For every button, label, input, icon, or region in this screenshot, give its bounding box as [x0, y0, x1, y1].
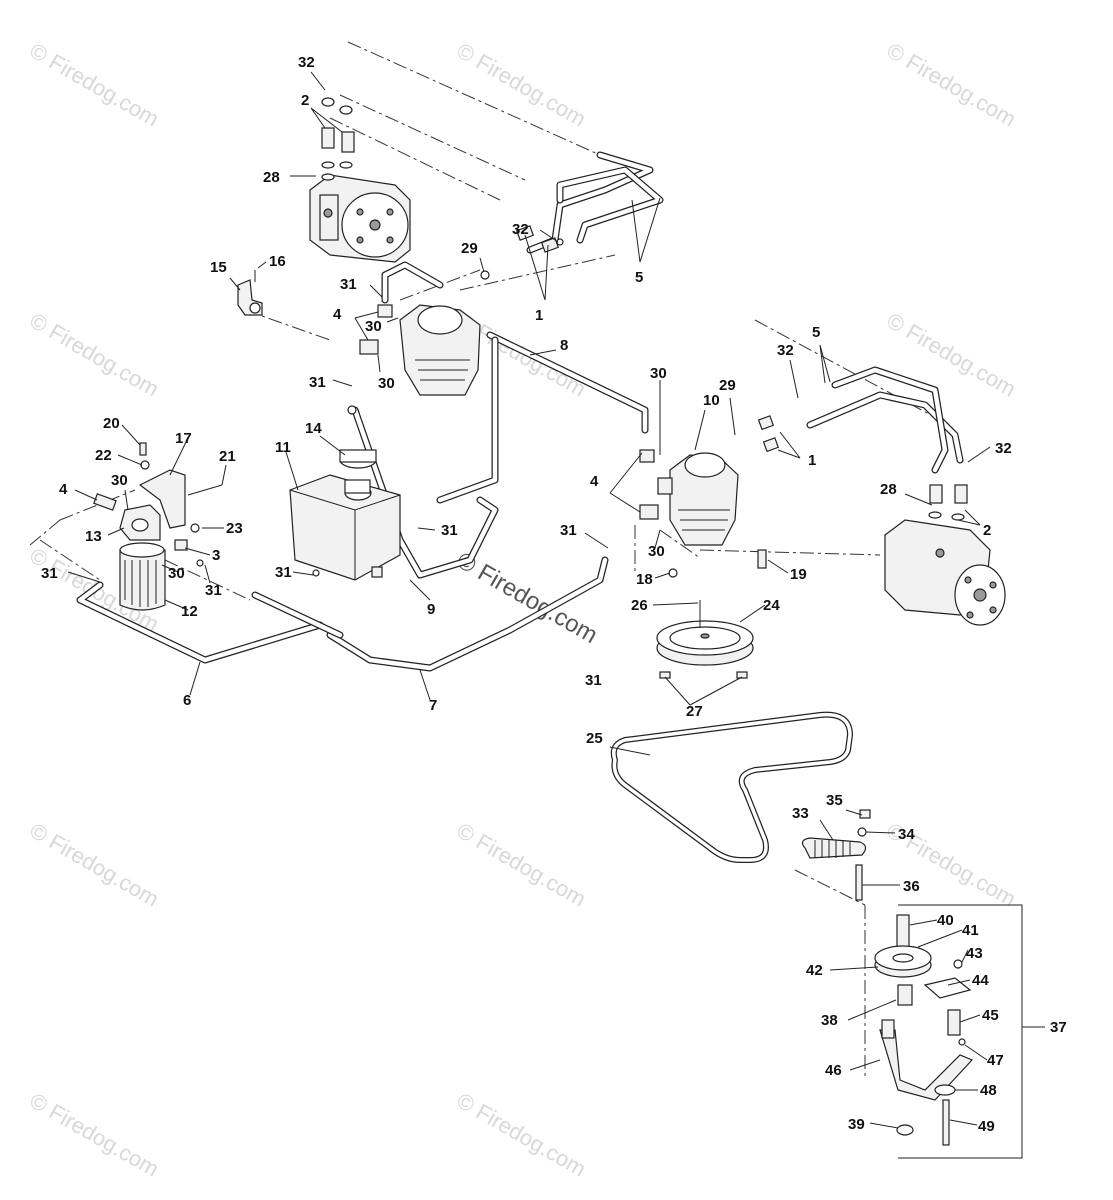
callout: 7 [429, 697, 437, 714]
callout: 4 [590, 473, 599, 490]
callout: 25 [586, 730, 603, 747]
callout: 32 [512, 221, 529, 238]
callout: 39 [848, 1116, 865, 1133]
bracket-15 [237, 270, 263, 316]
callout: 48 [980, 1082, 997, 1099]
callout: 35 [826, 792, 843, 809]
hydraulic-pump-left [347, 304, 481, 415]
hydraulic-motor-top [309, 174, 411, 263]
callout: 17 [175, 430, 192, 447]
callout: 32 [995, 440, 1012, 457]
callout: 40 [937, 912, 954, 929]
callout: 30 [111, 472, 128, 489]
watermark: © Firedog.com [453, 818, 591, 912]
callout: 21 [219, 448, 236, 465]
callout: 26 [631, 597, 648, 614]
callout: 5 [812, 324, 820, 341]
callout: 46 [825, 1062, 842, 1079]
callout: 34 [898, 826, 915, 843]
watermark: © Firedog.com [26, 1088, 164, 1182]
callout: 6 [183, 692, 191, 709]
belt-25 [610, 711, 854, 863]
callout: 31 [585, 672, 602, 689]
callout: 13 [85, 528, 102, 545]
callout: 28 [880, 481, 897, 498]
callout: 16 [269, 253, 286, 270]
callout: 27 [686, 703, 703, 720]
callout: 43 [966, 945, 983, 962]
callout: 30 [365, 318, 382, 335]
hoses [76, 151, 964, 672]
callout: 14 [305, 420, 322, 437]
callout: 37 [1050, 1019, 1067, 1036]
callout: 32 [777, 342, 794, 359]
watermark: © Firedog.com [883, 308, 1021, 402]
callout: 1 [808, 452, 816, 469]
callout: 45 [982, 1007, 999, 1024]
callout: 49 [978, 1118, 995, 1135]
callout: 31 [275, 564, 292, 581]
callout: 30 [378, 375, 395, 392]
callout: 31 [205, 582, 222, 599]
callout: 38 [821, 1012, 838, 1029]
callout: 41 [962, 922, 979, 939]
hydraulic-pump-right [639, 415, 780, 578]
callout: 33 [792, 805, 809, 822]
pulley-24 [656, 600, 754, 679]
watermark: © Firedog.com [26, 308, 164, 402]
callout: 10 [703, 392, 720, 409]
watermark: © Firedog.com [883, 38, 1021, 132]
center-watermark: © Firedog.com [452, 547, 602, 649]
callout: 2 [301, 92, 309, 109]
callout: 44 [972, 972, 989, 989]
callout: 29 [461, 240, 478, 257]
leader-lines [67, 71, 991, 1129]
callout: 18 [636, 571, 653, 588]
fittings-top [321, 97, 564, 280]
callout: 42 [806, 962, 823, 979]
callout: 24 [763, 597, 780, 614]
callout: 31 [309, 374, 326, 391]
callout: 29 [719, 377, 736, 394]
hydraulic-motor-right [884, 484, 1006, 626]
callout: 8 [560, 337, 568, 354]
callout: 31 [340, 276, 357, 293]
watermark: © Firedog.com [26, 818, 164, 912]
callout: 15 [210, 259, 227, 276]
watermark: © Firedog.com [453, 38, 591, 132]
filter-assembly-left [93, 442, 223, 611]
callout: 36 [903, 878, 920, 895]
callout: 5 [635, 269, 643, 286]
callout-numbers: 32 2 28 15 16 29 32 5 31 4 30 1 8 30 31 … [41, 54, 1067, 1135]
callout: 4 [333, 306, 342, 323]
callout: 9 [427, 601, 435, 618]
callout: 23 [226, 520, 243, 537]
callout: 22 [95, 447, 112, 464]
callout: 31 [560, 522, 577, 539]
callout: 30 [650, 365, 667, 382]
watermark: © Firedog.com [453, 1088, 591, 1182]
callout: 30 [168, 565, 185, 582]
callout: 12 [181, 603, 198, 620]
callout: 2 [983, 522, 991, 539]
callout: 31 [41, 565, 58, 582]
watermark: © Firedog.com [26, 38, 164, 132]
bracket-37 [898, 904, 1045, 1159]
callout: 3 [212, 547, 220, 564]
callout: 11 [275, 439, 291, 456]
callout: 19 [790, 566, 807, 583]
callout: 32 [298, 54, 315, 71]
callout: 47 [987, 1052, 1004, 1069]
callout: 4 [59, 481, 68, 498]
callout: 30 [648, 543, 665, 560]
callout: 20 [103, 415, 120, 432]
reservoir-tank [289, 449, 401, 581]
callout: 31 [441, 522, 458, 539]
callout: 1 [535, 307, 543, 324]
callout: 28 [263, 169, 280, 186]
